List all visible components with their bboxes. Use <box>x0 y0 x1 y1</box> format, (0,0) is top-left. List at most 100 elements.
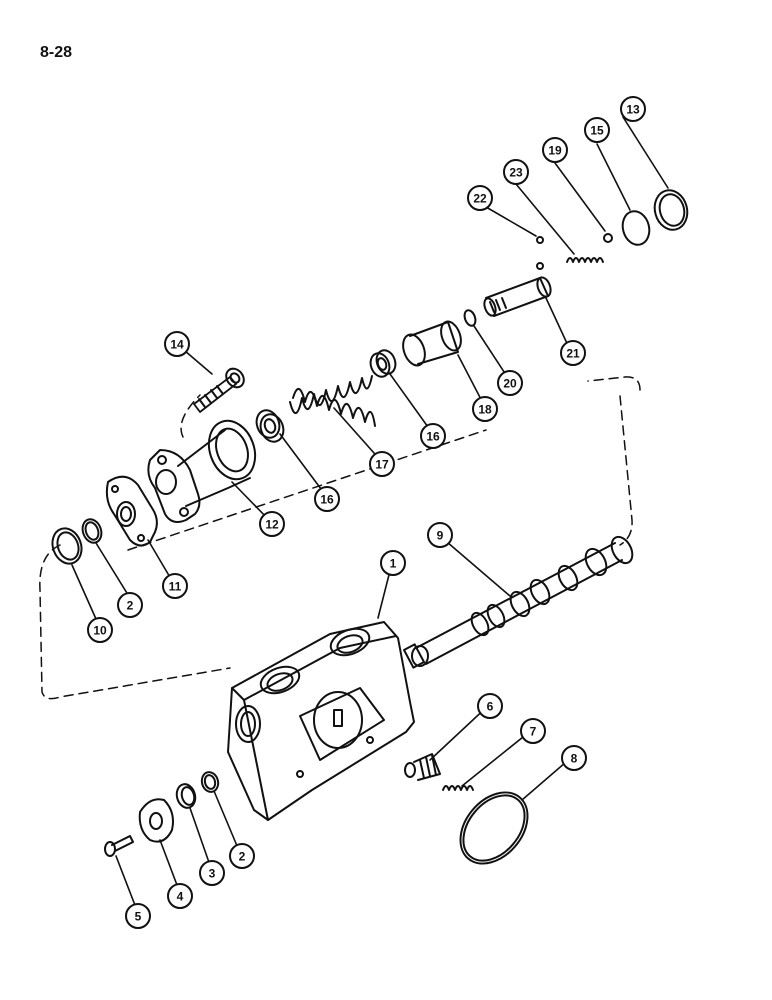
callout-number: 8 <box>571 752 578 766</box>
callout-circle <box>199 860 225 886</box>
o-ring-2-upper-part <box>81 518 103 544</box>
callout-13: 13 <box>620 96 646 122</box>
large-o-ring-part <box>459 791 529 865</box>
o-ring-20-part <box>463 309 477 327</box>
washer-15-part <box>621 210 651 246</box>
callout-number: 11 <box>169 580 182 594</box>
spring-23-part <box>566 257 604 263</box>
callout-2: 2 <box>117 592 143 618</box>
callout-circle <box>125 903 151 929</box>
callout-number: 23 <box>509 166 523 180</box>
callout-3: 3 <box>199 860 225 886</box>
callout-23: 23 <box>503 159 529 185</box>
callout-number: 7 <box>530 725 537 739</box>
callout-circle <box>259 511 285 537</box>
spring-seat-left-part <box>255 409 285 443</box>
callout-11: 11 <box>162 573 188 599</box>
callout-number: 6 <box>487 700 494 714</box>
centering-spring-part <box>289 375 376 427</box>
callout-number: 15 <box>590 124 604 138</box>
callout-circle <box>467 185 493 211</box>
callout-circle <box>164 331 190 357</box>
callout-circle <box>472 396 498 422</box>
callout-2: 2 <box>229 843 255 869</box>
callout-14: 14 <box>164 331 190 357</box>
callout-number: 2 <box>127 599 134 613</box>
callout-16: 16 <box>314 486 340 512</box>
plate-11-part <box>105 475 158 547</box>
callout-19: 19 <box>542 137 568 163</box>
valve-body-part <box>227 621 415 821</box>
callout-8: 8 <box>561 745 587 771</box>
callout-17: 17 <box>369 451 395 477</box>
page-number: 8-28 <box>40 44 73 61</box>
callout-circle <box>427 522 453 548</box>
callout-number: 19 <box>548 144 562 158</box>
callout-circle <box>542 137 568 163</box>
spring-7-part <box>442 785 474 791</box>
callout-circle <box>167 883 193 909</box>
leader-lines <box>71 116 669 914</box>
callout-circle <box>560 340 586 366</box>
callout-circle <box>420 423 446 449</box>
ring-13-part <box>653 189 689 231</box>
callout-22: 22 <box>467 185 493 211</box>
callout-18: 18 <box>472 396 498 422</box>
assembly-guide-line <box>39 376 641 700</box>
callout-number: 12 <box>265 518 279 532</box>
screw-5-part <box>104 835 134 857</box>
callout-number: 18 <box>478 403 492 417</box>
callout-circle <box>314 486 340 512</box>
callout-circle <box>162 573 188 599</box>
callout-circle <box>380 550 406 576</box>
callout-10: 10 <box>87 617 113 643</box>
callout-number: 20 <box>503 377 517 391</box>
callout-4: 4 <box>167 883 193 909</box>
callout-6: 6 <box>477 693 503 719</box>
ball-19-part <box>603 233 613 243</box>
cap-screw-part <box>193 367 245 413</box>
callout-number: 4 <box>177 890 184 904</box>
spool-part <box>403 535 634 669</box>
callout-number: 17 <box>375 458 389 472</box>
callout-number: 14 <box>170 338 184 352</box>
callout-circle <box>497 370 523 396</box>
callout-16: 16 <box>420 423 446 449</box>
callout-21: 21 <box>560 340 586 366</box>
callout-circle <box>477 693 503 719</box>
callout-circle <box>503 159 529 185</box>
callout-5: 5 <box>125 903 151 929</box>
callout-circle <box>620 96 646 122</box>
sleeve-part <box>402 320 462 367</box>
callout-circle <box>87 617 113 643</box>
callout-number: 13 <box>626 103 640 117</box>
callout-circle <box>369 451 395 477</box>
callout-number: 1 <box>390 557 397 571</box>
seal-10-part <box>51 527 83 565</box>
callout-1: 1 <box>380 550 406 576</box>
callout-number: 22 <box>473 192 487 206</box>
callout-20: 20 <box>497 370 523 396</box>
ball-22-part <box>536 236 544 244</box>
cap-housing-part <box>147 419 257 523</box>
callout-number: 9 <box>437 529 444 543</box>
callout-circle <box>561 745 587 771</box>
callout-9: 9 <box>427 522 453 548</box>
callout-number: 10 <box>93 624 107 638</box>
seal-3-part <box>175 783 197 809</box>
callout-number: 3 <box>209 867 216 881</box>
retainer-plate-4-part <box>138 798 174 843</box>
callout-number: 21 <box>566 347 580 361</box>
o-ring-2-lower-part <box>200 771 220 793</box>
plug-part <box>404 753 441 781</box>
callout-circle <box>229 843 255 869</box>
callout-circle <box>520 718 546 744</box>
detent-stud-part <box>483 262 552 317</box>
callout-number: 16 <box>320 493 334 507</box>
callout-number: 16 <box>426 430 440 444</box>
callout-circle <box>584 117 610 143</box>
callout-15: 15 <box>584 117 610 143</box>
callout-number: 2 <box>239 850 246 864</box>
